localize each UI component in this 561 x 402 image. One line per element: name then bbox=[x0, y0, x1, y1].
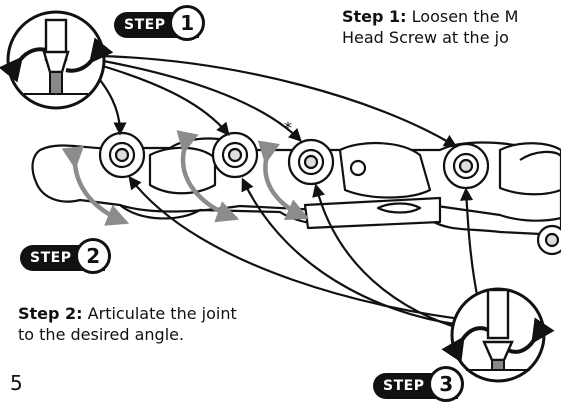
step1-label: Step 1: bbox=[342, 7, 407, 26]
step2-text-line1: Articulate the joint bbox=[82, 304, 237, 323]
step2-text-line2: to the desired angle. bbox=[18, 325, 185, 344]
step2-number: 2 bbox=[75, 238, 112, 274]
step1-badge: STEP 1 bbox=[114, 5, 206, 41]
step3-badge: STEP 3 bbox=[373, 366, 465, 402]
step1-number: 1 bbox=[169, 5, 206, 41]
page-number: 5 bbox=[10, 371, 23, 395]
step2-badge: STEP 2 bbox=[20, 238, 112, 274]
step3-number: 3 bbox=[428, 366, 465, 402]
step1-tool-detail bbox=[0, 10, 114, 110]
step1-instructions: Step 1: Loosen the M Head Screw at the j… bbox=[342, 6, 518, 48]
step2-label: Step 2: bbox=[18, 304, 83, 323]
articulation-arrows bbox=[61, 130, 310, 226]
step3-badge-label: STEP bbox=[383, 378, 425, 394]
step1-text-line1: Loosen the M bbox=[406, 7, 519, 26]
step1-text-line2: Head Screw at the jo bbox=[342, 28, 509, 47]
step1-leaders bbox=[89, 54, 458, 148]
step2-instructions: Step 2: Articulate the joint to the desi… bbox=[18, 303, 237, 345]
step1-badge-label: STEP bbox=[124, 17, 166, 33]
step2-badge-label: STEP bbox=[30, 250, 72, 266]
marker-asterisk: * bbox=[284, 118, 292, 137]
step3-tool-detail bbox=[441, 287, 555, 383]
